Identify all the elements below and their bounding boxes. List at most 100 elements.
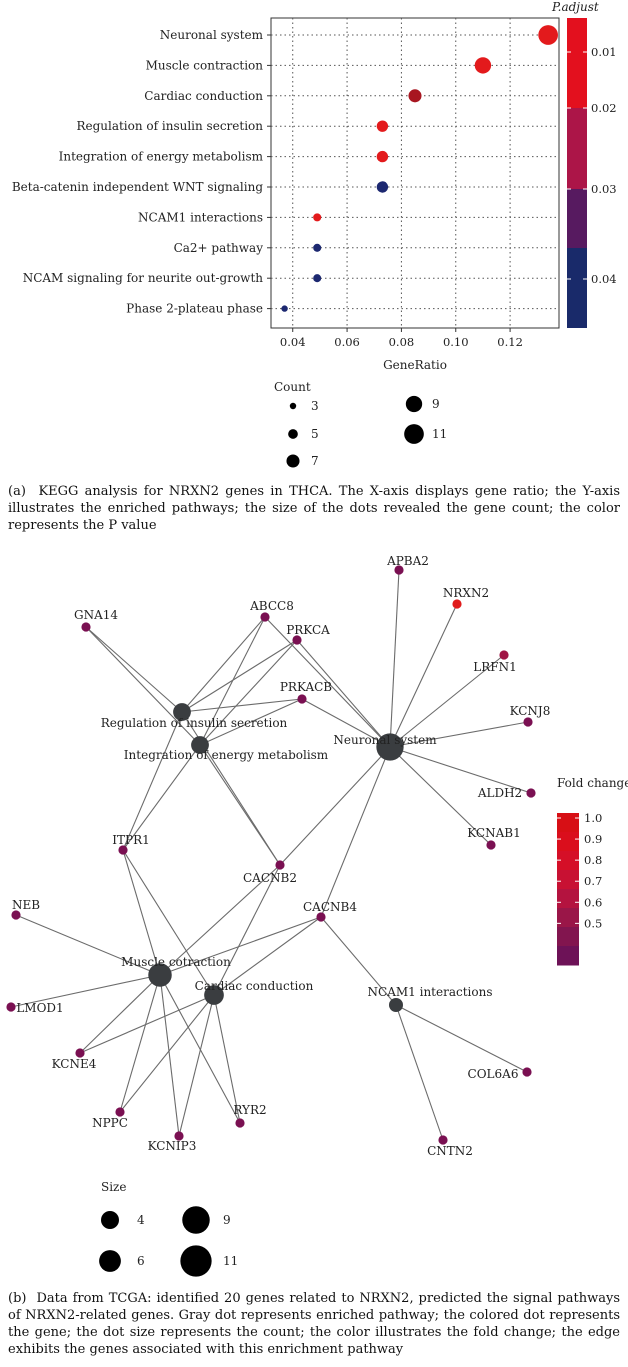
pathway-label-muscle-cotraction: Muscle cotraction xyxy=(121,955,231,969)
count-legend-label-9: 9 xyxy=(432,397,440,411)
dotplot-point-ca2-pathway xyxy=(313,243,322,252)
gene-label-kcnip3: KCNIP3 xyxy=(148,1139,197,1153)
gene-label-kcne4: KCNE4 xyxy=(52,1057,97,1071)
pathway-label-integration-of-energy-metabolism: Integration of energy metabolism xyxy=(124,748,329,762)
dotplot-x-tick-label: 0.08 xyxy=(389,335,415,349)
p-adjust-tick-label: 0.04 xyxy=(591,272,617,286)
dotplot-x-tick-label: 0.04 xyxy=(280,335,306,349)
size-legend-label-9: 9 xyxy=(223,1213,231,1227)
dotplot-category-label-ncam1-interactions: NCAM1 interactions xyxy=(138,210,263,224)
fold-change-colorbar-band xyxy=(557,927,579,947)
fold-change-colorbar-band xyxy=(557,946,579,966)
caption-b-text: Data from TCGA: identified 20 genes rela… xyxy=(8,1291,620,1357)
pathway-node-neuronal-system xyxy=(376,733,404,761)
gene-label-kcnj8: KCNJ8 xyxy=(510,704,551,718)
gene-label-lrfn1: LRFN1 xyxy=(473,660,516,674)
edge-neuronal-kcnj8 xyxy=(389,721,529,748)
edge-insulin-abcc8 xyxy=(181,616,266,713)
gene-label-kcnab1: KCNAB1 xyxy=(467,826,520,840)
caption-b: (b) Data from TCGA: identified 20 genes … xyxy=(8,1290,620,1358)
dotplot-point-muscle-contraction xyxy=(474,57,492,74)
count-legend-dot-5 xyxy=(288,429,298,439)
p-adjust-legend-title: P.adjust xyxy=(551,0,599,14)
count-legend-dot-9 xyxy=(405,395,423,413)
edge-ncam1-cntn2 xyxy=(395,1004,444,1141)
caption-b-tag: (b) xyxy=(8,1291,27,1306)
p-adjust-colorbar-band xyxy=(567,189,587,248)
gene-label-abcc8: ABCC8 xyxy=(249,599,294,613)
edge-muscle-lmod1 xyxy=(10,974,161,1008)
edge-insulin-itpr1 xyxy=(122,711,183,851)
dotplot-point-phase-2-plateau-phase xyxy=(281,305,288,312)
edge-energy-prkca xyxy=(199,639,298,746)
gene-label-gna14: GNA14 xyxy=(74,608,118,622)
edge-neuronal-apba2 xyxy=(389,569,400,748)
fold-change-legend-title: Fold change xyxy=(557,776,628,790)
gene-node-kcnip3 xyxy=(174,1131,184,1141)
gene-node-ryr2 xyxy=(235,1118,245,1128)
edge-cardiac-itpr1 xyxy=(122,849,215,996)
dotplot-category-label-integration-of-energy-metabolism: Integration of energy metabolism xyxy=(59,150,264,164)
gene-node-cntn2 xyxy=(438,1135,448,1145)
edge-cardiac-cacnb4 xyxy=(213,916,322,996)
count-legend-dot-7 xyxy=(286,454,300,468)
gene-label-cntn2: CNTN2 xyxy=(427,1144,473,1158)
gene-node-nrxn2 xyxy=(452,599,462,609)
count-legend-dot-3 xyxy=(289,402,297,410)
pathway-node-integration-of-energy-metabolism xyxy=(191,736,209,754)
dotplot-category-label-beta-catenin-independent-wnt-signaling: Beta-catenin independent WNT signaling xyxy=(12,180,263,194)
network-panel: Regulation of insulin secretionIntegrati… xyxy=(6,554,628,1277)
dotplot-category-label-cardiac-conduction: Cardiac conduction xyxy=(144,89,263,103)
dotplot-x-tick-label: 0.10 xyxy=(443,335,469,349)
edge-muscle-nppc xyxy=(119,974,161,1113)
dotplot-x-tick-label: 0.06 xyxy=(334,335,360,349)
gene-node-col6a6 xyxy=(522,1067,532,1077)
p-adjust-colorbar-band xyxy=(567,108,587,189)
fold-change-colorbar-band xyxy=(557,870,579,890)
p-adjust-tick-label: 0.02 xyxy=(591,101,617,115)
dotplot-point-beta-catenin-independent-wnt-signaling xyxy=(376,181,389,193)
edge-muscle-neb xyxy=(15,914,161,976)
dotplot-x-tick-label: 0.12 xyxy=(497,335,523,349)
gene-node-cacnb2 xyxy=(275,860,285,870)
p-adjust-colorbar: 0.010.020.030.04 xyxy=(567,18,617,328)
fold-change-colorbar-band xyxy=(557,851,579,871)
count-legend-dot-11 xyxy=(404,424,424,444)
gene-node-neb xyxy=(11,910,21,920)
gene-node-aldh2 xyxy=(526,788,536,798)
edge-insulin-prkacb xyxy=(181,698,303,713)
edge-ncam1-cacnb4 xyxy=(320,916,397,1006)
edge-ncam1-col6a6 xyxy=(395,1004,528,1073)
fold-change-tick-label: 0.9 xyxy=(584,832,602,846)
caption-a-tag: (a) xyxy=(8,484,26,499)
dotplot-point-cardiac-conduction xyxy=(408,89,422,103)
gene-node-lmod1 xyxy=(6,1002,16,1012)
edge-neuronal-prkca xyxy=(296,639,391,748)
count-legend-label-3: 3 xyxy=(311,399,319,413)
edge-cardiac-nppc xyxy=(119,994,215,1113)
gene-node-abcc8 xyxy=(260,612,270,622)
edge-muscle-itpr1 xyxy=(122,849,161,976)
pathway-node-cardiac-conduction xyxy=(204,985,224,1005)
edge-muscle-cacnb2 xyxy=(159,864,281,976)
gene-label-aldh2: ALDH2 xyxy=(477,786,522,800)
edge-energy-prkacb xyxy=(199,698,303,746)
edge-muscle-cacnb4 xyxy=(159,916,322,976)
gene-label-cacnb2: CACNB2 xyxy=(243,871,297,885)
count-legend-title: Count xyxy=(274,380,311,394)
dotplot-point-regulation-of-insulin-secretion xyxy=(376,120,389,132)
edge-cardiac-ryr2 xyxy=(213,994,241,1124)
edge-muscle-ryr2 xyxy=(159,974,241,1124)
size-legend-dot-4 xyxy=(101,1211,119,1229)
edge-muscle-kcnip3 xyxy=(159,974,180,1137)
count-legend-label-11: 11 xyxy=(432,427,447,441)
edge-energy-abcc8 xyxy=(199,616,266,746)
pathway-label-regulation-of-insulin-secretion: Regulation of insulin secretion xyxy=(101,716,288,730)
dotplot-x-ticks: 0.04 0.06 0.08 0.10 0.12 xyxy=(280,328,523,349)
pathway-label-cardiac-conduction: Cardiac conduction xyxy=(195,979,314,993)
fold-change-colorbar-band xyxy=(557,908,579,928)
